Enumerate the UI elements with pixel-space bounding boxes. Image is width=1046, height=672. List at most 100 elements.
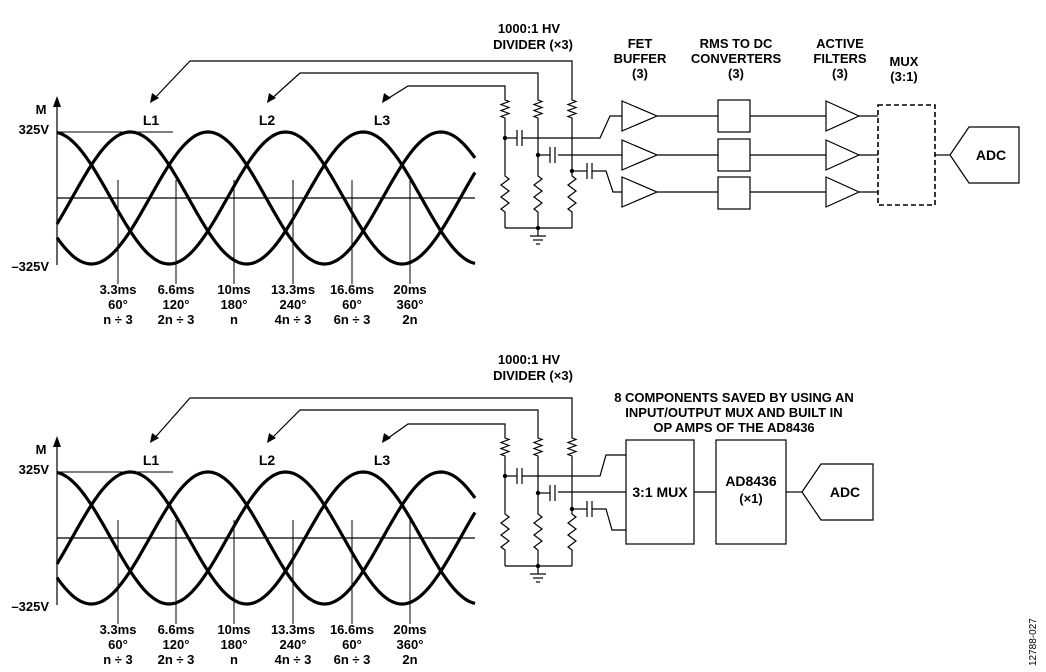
ad8436-label-line1: AD8436 <box>725 473 777 489</box>
phase-label-l1: L1 <box>143 452 160 468</box>
resistor <box>567 172 577 216</box>
signal-line-3 <box>592 508 626 531</box>
phase-label-l3: L3 <box>374 112 391 128</box>
phase-l3-curve <box>55 130 477 266</box>
phase-label-l1: L1 <box>143 112 160 128</box>
resistor <box>499 96 511 122</box>
phase-label-l3: L3 <box>374 452 391 468</box>
tick-time-label: 6.6ms <box>158 282 195 297</box>
rms-title-line2: CONVERTERS <box>691 51 782 66</box>
tick-time-label: 16.6ms <box>330 622 374 637</box>
tick-n-label: 2n <box>402 312 417 327</box>
figure-id: 12788-027 <box>1028 618 1039 666</box>
fet-title-line2: BUFFER <box>614 51 667 66</box>
vmax-label: 325V <box>19 462 50 477</box>
divider-title-line1: 1000:1 HV <box>498 352 560 367</box>
tick-degree-label: 180° <box>221 297 248 312</box>
active-filter-1 <box>825 100 861 132</box>
mux-3to1-block <box>877 104 936 206</box>
adc-block <box>801 463 874 521</box>
phase-l2-curve <box>55 130 476 266</box>
note-line3: OP AMPS OF THE AD8436 <box>653 420 814 435</box>
probe-lead-l2 <box>268 72 539 102</box>
tick-time-label: 20ms <box>393 282 426 297</box>
adc-label: ADC <box>976 147 1006 163</box>
rms-dc-converter-2 <box>717 138 751 172</box>
resistor <box>533 510 543 554</box>
tick-n-label: 6n ÷ 3 <box>334 312 371 327</box>
probe-arrow-l1 <box>150 433 159 443</box>
note-line1: 8 COMPONENTS SAVED BY USING AN <box>614 390 854 405</box>
fet-buffer-2 <box>621 139 659 171</box>
resistor <box>566 96 578 122</box>
fet-title-line3: (3) <box>632 66 648 81</box>
resistor <box>499 434 511 460</box>
probe-lead-l3 <box>383 85 506 102</box>
resistor <box>532 96 544 122</box>
probe-lead-l1 <box>151 397 573 442</box>
probe-arrow-l2 <box>267 93 276 103</box>
resistor <box>567 510 577 554</box>
tick-degree-label: 120° <box>163 297 190 312</box>
tick-n-label: 2n <box>402 652 417 667</box>
fet-buffer-3 <box>621 176 659 208</box>
tick-time-label: 16.6ms <box>330 282 374 297</box>
mux-title-line2: (3:1) <box>890 69 917 84</box>
y-axis-arrow <box>53 436 61 447</box>
tick-time-label: 13.3ms <box>271 282 315 297</box>
tick-n-label: 2n ÷ 3 <box>158 312 195 327</box>
phase-l2-curve <box>55 470 476 606</box>
divider-title-line1: 1000:1 HV <box>498 21 560 36</box>
junction-dot <box>535 152 541 158</box>
tick-time-label: 6.6ms <box>158 622 195 637</box>
tick-time-label: 10ms <box>217 282 250 297</box>
junction-dot <box>502 135 508 141</box>
tick-degree-label: 360° <box>397 297 424 312</box>
filters-title-line3: (3) <box>832 66 848 81</box>
rms-dc-converter-1 <box>717 99 751 133</box>
tick-degree-label: 180° <box>221 637 248 652</box>
junction-dot <box>569 168 575 174</box>
probe-arrow-l2 <box>267 433 276 443</box>
tick-n-label: n <box>230 652 238 667</box>
tick-degree-label: 240° <box>280 297 307 312</box>
tick-time-label: 3.3ms <box>100 622 137 637</box>
tick-n-label: 4n ÷ 3 <box>275 652 312 667</box>
signal-line-1 <box>572 454 626 477</box>
phase-label-l2: L2 <box>259 112 276 128</box>
resistor <box>533 172 543 216</box>
axis-label-m: M <box>36 442 47 457</box>
tick-degree-label: 360° <box>397 637 424 652</box>
phase-l3-curve <box>55 470 477 606</box>
tick-time-label: 3.3ms <box>100 282 137 297</box>
resistor <box>566 434 578 460</box>
rms-dc-converter-3 <box>717 176 751 210</box>
probe-arrow-l3 <box>382 433 391 443</box>
hv-divider-network <box>499 434 593 583</box>
junction-dot <box>569 506 575 512</box>
tick-degree-label: 60° <box>342 637 362 652</box>
filters-title-line2: FILTERS <box>813 51 867 66</box>
adc-label: ADC <box>830 484 860 500</box>
signal-line-1 <box>572 115 622 139</box>
probe-lead-l3 <box>383 423 506 442</box>
filters-title-line1: ACTIVE <box>816 36 864 51</box>
phase-l1-curve <box>56 130 477 266</box>
resistor <box>532 434 544 460</box>
mux-label: 3:1 MUX <box>632 484 688 500</box>
tick-time-label: 20ms <box>393 622 426 637</box>
hv-divider-network <box>499 96 593 245</box>
active-filter-3 <box>825 176 861 208</box>
junction-dot <box>535 490 541 496</box>
tick-n-label: 6n ÷ 3 <box>334 652 371 667</box>
mux-title-line1: MUX <box>890 54 919 69</box>
tick-time-label: 10ms <box>217 622 250 637</box>
tick-degree-label: 240° <box>280 637 307 652</box>
y-axis-arrow <box>53 96 61 107</box>
phase-l1-curve <box>56 470 477 606</box>
resistor <box>500 510 510 554</box>
note-line2: INPUT/OUTPUT MUX AND BUILT IN <box>625 405 842 420</box>
